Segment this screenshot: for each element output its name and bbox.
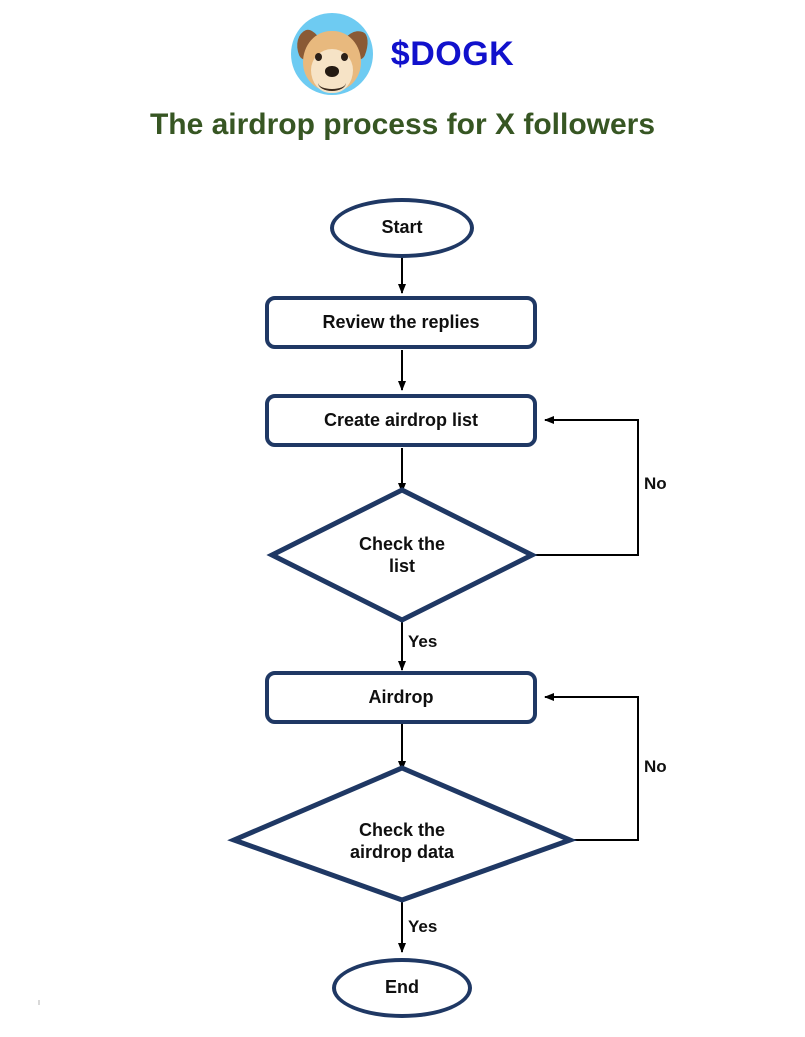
edge-label-no-list: No bbox=[644, 474, 667, 493]
edge-checkdata-airdrop-no bbox=[544, 693, 639, 841]
decision-check-airdrop-data[interactable] bbox=[227, 765, 577, 903]
edge-label-no-data: No bbox=[644, 757, 667, 776]
brand-ticker: $DOGK bbox=[390, 35, 515, 73]
brand-header: $DOGK bbox=[0, 6, 805, 102]
dog-eye-right-icon bbox=[340, 53, 348, 61]
page-speck bbox=[38, 1000, 40, 1005]
node-start-label: Start bbox=[381, 217, 423, 238]
node-create-label: Create airdrop list bbox=[323, 409, 479, 430]
decision-check-list[interactable] bbox=[266, 487, 538, 623]
edge-label-yes-data: Yes bbox=[408, 917, 438, 936]
node-end-label: End bbox=[385, 977, 419, 998]
dog-snout-icon bbox=[317, 75, 346, 91]
edge-checklist-create-no bbox=[530, 416, 639, 556]
node-review-label: Review the replies bbox=[322, 311, 480, 332]
node-start[interactable]: Start bbox=[330, 198, 474, 258]
edge-label-yes-list: Yes bbox=[408, 632, 438, 651]
node-airdrop-label: Airdrop bbox=[368, 686, 434, 707]
node-airdrop[interactable]: Airdrop bbox=[265, 671, 537, 724]
dog-nose-icon bbox=[324, 66, 339, 77]
node-create-airdrop-list[interactable]: Create airdrop list bbox=[265, 394, 537, 447]
page-title: The airdrop process for X followers bbox=[149, 108, 656, 141]
node-end[interactable]: End bbox=[332, 958, 472, 1018]
dog-avatar-icon bbox=[290, 13, 373, 95]
node-review-the-replies[interactable]: Review the replies bbox=[265, 296, 537, 349]
dog-eye-left-icon bbox=[314, 53, 322, 61]
